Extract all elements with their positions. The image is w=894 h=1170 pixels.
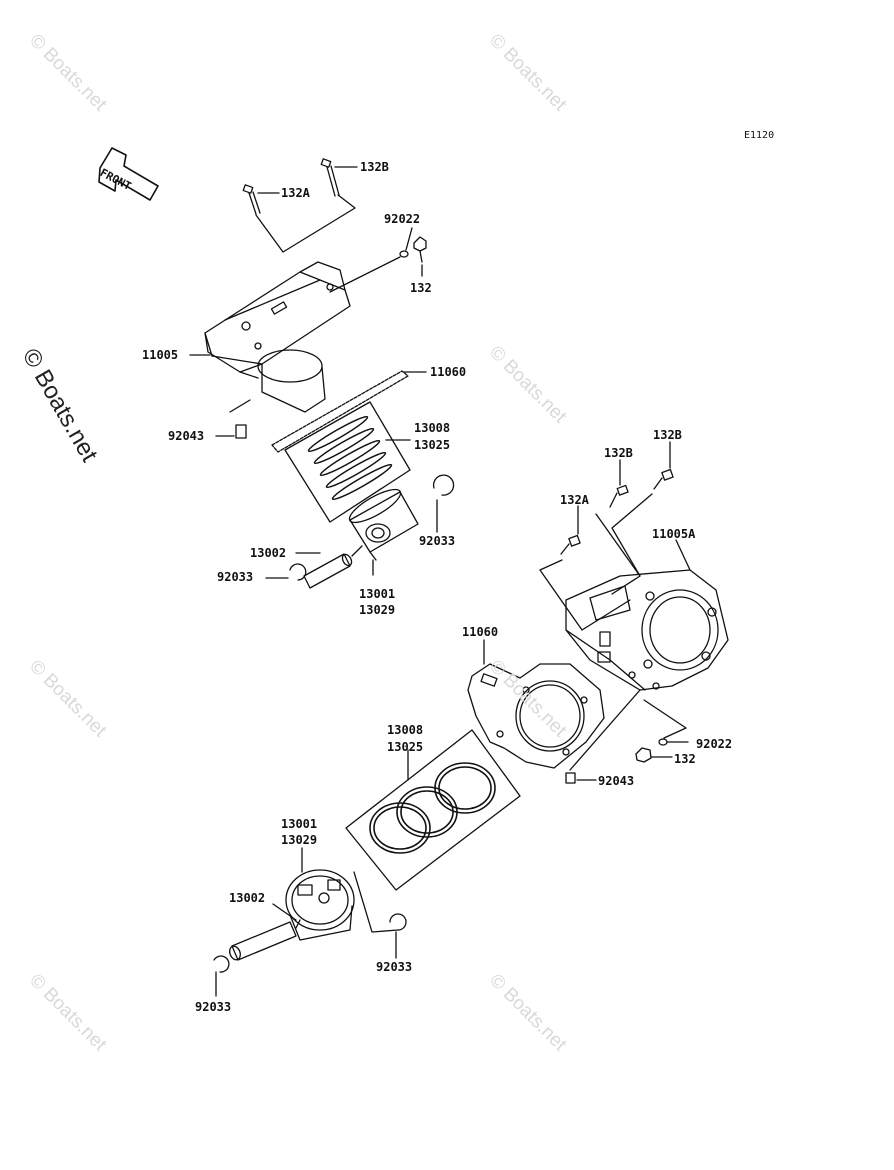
bolt-132b-right-2 <box>653 468 674 490</box>
part-label-92022[interactable]: 92022 <box>696 737 733 751</box>
snap-ring-92033-top-right <box>432 474 455 496</box>
part-label-13008[interactable]: 13008 <box>387 723 424 737</box>
part-label-132b[interactable]: 132B <box>653 428 682 442</box>
front-arrow-icon <box>98 147 159 201</box>
cylinder-11005 <box>204 261 351 413</box>
piston-rings-13008-top <box>307 415 393 501</box>
part-label-13025[interactable]: 13025 <box>387 740 424 754</box>
bolt-132b-right-1 <box>609 484 629 508</box>
part-label-13002[interactable]: 13002 <box>229 891 266 905</box>
part-label-11005[interactable]: 11005 <box>142 348 179 362</box>
part-label-11060[interactable]: 11060 <box>462 625 499 639</box>
piston-13001-bottom <box>285 869 355 941</box>
part-label-92022[interactable]: 92022 <box>384 212 421 226</box>
diagram-code: E1120 <box>744 130 775 141</box>
part-label-13008[interactable]: 13008 <box>414 421 451 435</box>
gasket-11060-top <box>271 370 409 453</box>
part-label-13029[interactable]: 13029 <box>359 603 396 617</box>
snap-ring-92033-bottom-right <box>389 913 407 931</box>
part-label-92033[interactable]: 92033 <box>195 1000 232 1014</box>
part-label-13002[interactable]: 13002 <box>250 546 287 560</box>
bolt-132-top <box>413 236 427 263</box>
bolt-132a-right <box>560 534 581 555</box>
piston-13001-top <box>348 488 419 561</box>
bolt-132b-top <box>320 158 340 197</box>
part-label-11005a[interactable]: 11005A <box>652 527 696 541</box>
piston-pin-13002-top <box>303 553 353 589</box>
part-label-132a[interactable]: 132A <box>560 493 589 507</box>
part-label-132b[interactable]: 132B <box>604 446 633 460</box>
part-label-13029[interactable]: 13029 <box>281 833 318 847</box>
cylinder-11005a <box>565 569 729 691</box>
part-label-132b[interactable]: 132B <box>360 160 389 174</box>
part-label-13001[interactable]: 13001 <box>359 587 396 601</box>
part-label-132[interactable]: 132 <box>410 281 432 295</box>
part-label-132a[interactable]: 132A <box>281 186 310 200</box>
part-label-13001[interactable]: 13001 <box>281 817 318 831</box>
part-label-92043[interactable]: 92043 <box>168 429 205 443</box>
dowel-92043-top <box>235 424 247 439</box>
piston-pin-13002-bottom <box>229 921 297 961</box>
snap-ring-92033-bottom-left <box>213 955 230 973</box>
washer-92022-top <box>399 250 409 258</box>
dowel-92043-bottom <box>565 772 576 784</box>
part-label-92033[interactable]: 92033 <box>217 570 254 584</box>
part-label-92033[interactable]: 92033 <box>376 960 413 974</box>
bolt-132a-top <box>242 184 261 215</box>
piston-rings-13008-bottom <box>369 762 496 854</box>
part-label-11060[interactable]: 11060 <box>430 365 467 379</box>
snap-ring-92033-top-left <box>289 563 307 581</box>
part-label-132[interactable]: 132 <box>674 752 696 766</box>
part-label-92043[interactable]: 92043 <box>598 774 635 788</box>
part-label-13025[interactable]: 13025 <box>414 438 451 452</box>
gasket-11060-bottom <box>467 663 605 769</box>
part-label-92033[interactable]: 92033 <box>419 534 456 548</box>
washer-92022-bottom <box>658 738 668 746</box>
bolt-132-bottom <box>635 747 652 763</box>
